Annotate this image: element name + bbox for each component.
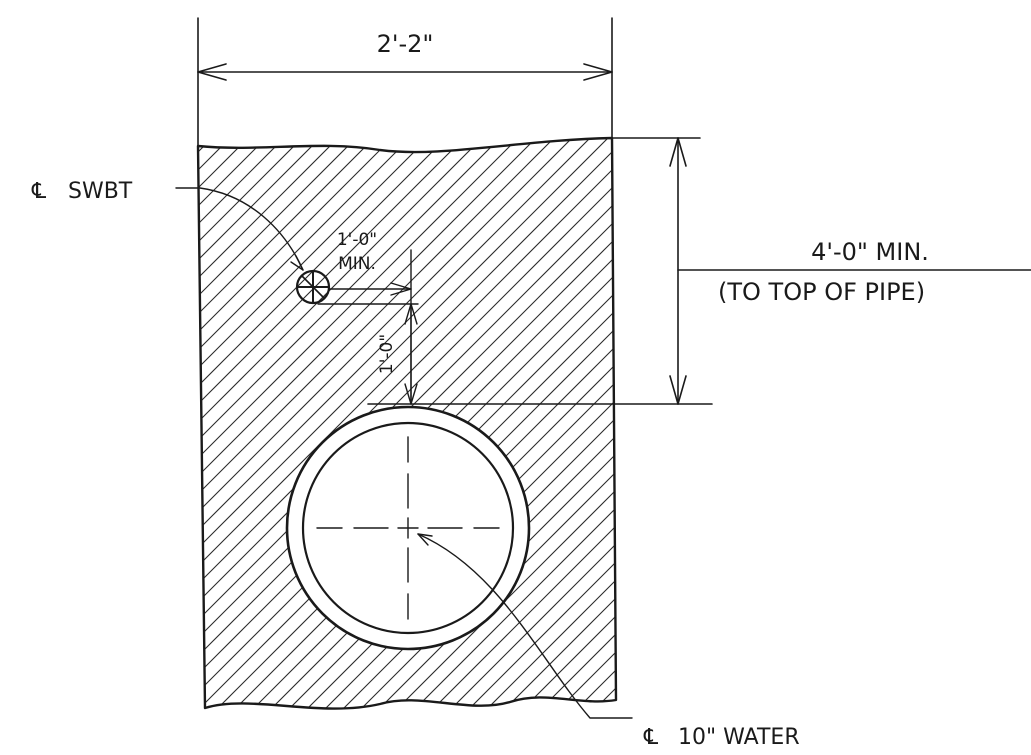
hatch-line [0, 0, 62, 755]
hatch-line [345, 138, 616, 709]
hatch-line [198, 138, 585, 709]
hatch-line [0, 0, 98, 755]
hatch-line [0, 0, 188, 755]
swbt-label: SWBT [68, 179, 133, 204]
hatch-line [198, 138, 441, 709]
hatch-line [561, 138, 616, 709]
cover-depth-text: 4'-0" MIN. [811, 238, 929, 266]
hatch-line [453, 138, 616, 709]
hatch-line [543, 138, 616, 709]
hatch-line [435, 138, 616, 709]
hatch-line [471, 138, 616, 709]
hatch-line [198, 138, 369, 709]
hatch-line [417, 138, 616, 709]
hatch-line [0, 0, 80, 755]
hatch-line [198, 138, 616, 709]
cover-depth-note-text: (TO TOP OF PIPE) [718, 278, 925, 306]
hatch-line [198, 138, 351, 709]
hatch-line [579, 138, 616, 709]
hatch-line [0, 0, 134, 755]
swbt-centerline-symbol: ℄ [31, 179, 47, 204]
hatch-line [507, 138, 616, 709]
pipe-centerlines [316, 436, 500, 620]
hatch-line [198, 138, 616, 709]
hatch-line [198, 138, 616, 709]
hatch-line [198, 138, 616, 709]
hatch-line [198, 138, 616, 709]
hatch-line [237, 138, 616, 709]
hatch-line [198, 138, 616, 709]
hatch-line [198, 138, 616, 709]
hatch-line [597, 138, 616, 709]
hatch-line [198, 138, 225, 709]
hatch-line [198, 138, 616, 709]
hatch-line [634, 0, 1031, 755]
trench-outline [196, 136, 618, 710]
hatch-line [198, 138, 387, 709]
hatch-line [0, 0, 26, 755]
hatch-line [198, 138, 423, 709]
hatch-line [0, 0, 152, 755]
hatch-line [198, 138, 616, 709]
hatch-line [198, 138, 297, 709]
water-centerline-symbol: ℄ [643, 725, 659, 750]
water-label: 10" WATER [678, 725, 800, 750]
hatch-line [219, 138, 616, 709]
water-pipe-inner [301, 421, 515, 635]
swbt-leader-line [175, 187, 304, 271]
swbt-conduit-symbol [295, 269, 331, 305]
horizontal-clearance-text-2: MIN. [338, 254, 376, 274]
hatch-line [489, 138, 616, 709]
hatch-line [198, 138, 333, 709]
hatch-line [0, 0, 44, 755]
hatch-line [198, 138, 513, 709]
horizontal-clearance-text-1: 1'-0" [337, 230, 377, 250]
hatch-line [198, 138, 279, 709]
water-leader-arrow [417, 533, 433, 546]
hatch-line [198, 138, 616, 709]
hatch-line [273, 138, 616, 709]
hatch-line [198, 138, 616, 709]
hatch-line [0, 0, 8, 755]
vertical-clearance-dimension [404, 303, 418, 405]
hatch-line [198, 138, 567, 709]
hatch-line [198, 138, 616, 709]
hatch-line [198, 138, 616, 709]
hatch-line [291, 138, 616, 709]
hatch-line [198, 138, 616, 709]
hatch-line [198, 138, 616, 709]
hatch-line [0, 0, 116, 755]
hatch-line [198, 138, 616, 709]
width-dimension [197, 17, 613, 147]
water-pipe-outer [285, 405, 531, 651]
hatch-line [198, 138, 207, 709]
trench-width-dimension-text: 2'-2" [377, 30, 434, 58]
hatch-line [198, 138, 616, 709]
hatch-line [0, 0, 170, 755]
swbt-leader-arrow [290, 255, 304, 271]
vertical-clearance-text: 1'-0" [377, 334, 397, 374]
hatch-line [198, 138, 549, 709]
hatch-line [198, 138, 495, 709]
cover-depth-dimension [367, 137, 1031, 405]
hatch-line [201, 138, 616, 709]
water-leader-line [417, 533, 633, 719]
hatch-line [198, 138, 261, 709]
hatch-line [327, 138, 616, 709]
hatch-line [198, 138, 616, 709]
hatch-line [198, 138, 603, 709]
hatch-line [198, 138, 459, 709]
hatch-line [381, 138, 616, 709]
hatch-line [198, 138, 243, 709]
hatch-line [363, 138, 616, 709]
hatch-line [198, 138, 616, 709]
